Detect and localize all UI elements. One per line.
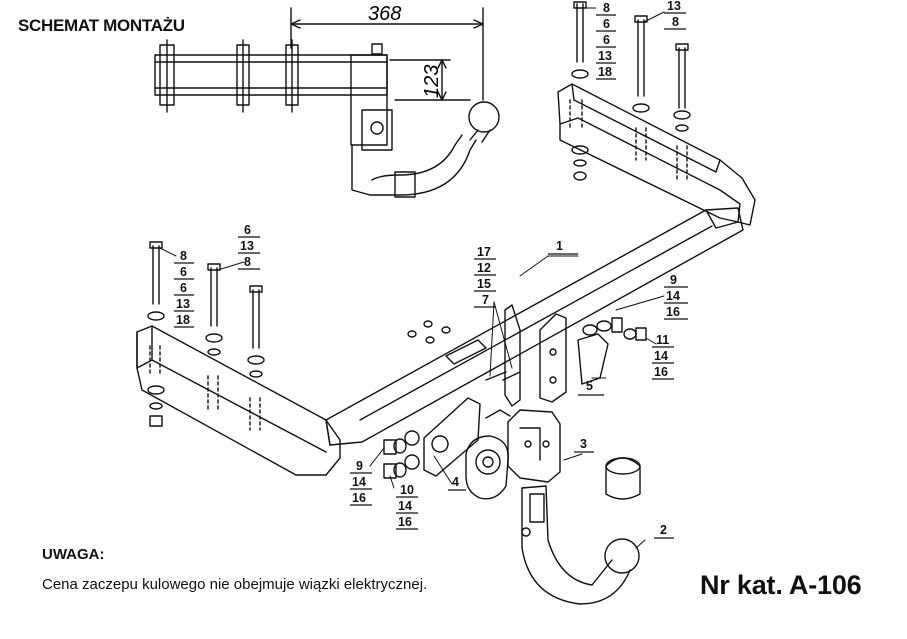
callout-num: 12 xyxy=(477,261,491,275)
callout-num: 14 xyxy=(352,475,366,489)
left-hardware xyxy=(383,430,420,479)
callout-num: 6 xyxy=(180,265,187,279)
callout-ball: 2 xyxy=(660,523,667,537)
callout-stack-mid-center: 6 13 8 xyxy=(240,223,254,269)
callout-num: 7 xyxy=(482,293,489,307)
main-bar xyxy=(325,207,744,446)
callout-num: 8 xyxy=(180,249,187,263)
callout-num: 16 xyxy=(398,515,412,529)
right-mount xyxy=(539,313,647,403)
diagram-title: SCHEMAT MONTAŻU xyxy=(18,16,185,35)
callout-num: 8 xyxy=(672,15,679,29)
callout-main-bar: 1 xyxy=(556,239,563,253)
ball-cap xyxy=(605,457,641,500)
callout-num: 6 xyxy=(603,33,610,47)
ball-neck xyxy=(521,485,640,605)
callout-num: 6 xyxy=(603,17,610,31)
callout-num: 6 xyxy=(244,223,251,237)
callout-num: 13 xyxy=(667,0,681,13)
callout-stack-left2: 10 14 16 xyxy=(398,483,414,529)
callout-socket: 4 xyxy=(452,475,459,489)
right-side-bracket xyxy=(557,83,756,226)
callout-stack-top-left: 8 6 6 13 18 xyxy=(598,1,612,79)
callouts: 8 6 6 13 18 13 8 8 6 6 13 18 6 13 8 17 1… xyxy=(176,0,681,537)
callout-num: 11 xyxy=(656,333,669,347)
callout-num: 16 xyxy=(666,305,680,319)
socket xyxy=(423,397,509,500)
callout-num: 17 xyxy=(477,245,491,259)
callout-num: 18 xyxy=(598,65,612,79)
callout-num: 14 xyxy=(654,349,668,363)
callout-stack-top-right: 13 8 xyxy=(667,0,681,29)
left-bolts xyxy=(147,241,265,427)
callout-underlines xyxy=(174,12,688,539)
callout-num: 8 xyxy=(603,1,610,15)
left-side-bracket xyxy=(136,325,341,476)
callout-num: 16 xyxy=(352,491,366,505)
side-bolt-1 xyxy=(159,39,175,113)
callout-stack-right: 9 14 16 xyxy=(666,273,680,319)
callout-num: 10 xyxy=(400,483,414,497)
callout-num: 8 xyxy=(244,255,251,269)
callout-num: 14 xyxy=(398,499,412,513)
callout-plate: 5 xyxy=(586,379,593,393)
callout-stack-right2: 11 14 16 xyxy=(654,333,669,379)
width-dimension: 368 xyxy=(368,3,401,25)
leader-lines xyxy=(159,7,665,549)
side-bolt-3 xyxy=(285,39,299,113)
callout-num: 16 xyxy=(654,365,668,379)
callout-stack-mid-left: 8 6 6 13 18 xyxy=(176,249,190,327)
callout-stack-bracket: 17 12 15 7 xyxy=(477,245,491,307)
callout-num: 13 xyxy=(240,239,254,253)
callout-num: 9 xyxy=(356,459,363,473)
callout-num: 9 xyxy=(670,273,677,287)
note-heading: UWAGA: xyxy=(42,546,105,563)
bracket-parts xyxy=(407,304,521,407)
side-bolt-2 xyxy=(236,39,250,113)
callout-ball-bracket: 3 xyxy=(580,437,587,451)
catalog-number: Nr kat. A-106 xyxy=(700,570,862,600)
callout-num: 15 xyxy=(477,277,491,291)
upper-right-bolts xyxy=(571,1,691,132)
callout-num: 13 xyxy=(176,297,190,311)
height-dimension: 123 xyxy=(421,65,443,98)
callout-num: 6 xyxy=(180,281,187,295)
callout-stack-left: 9 14 16 xyxy=(352,459,366,505)
callout-num: 14 xyxy=(666,289,680,303)
ball-bracket xyxy=(485,409,561,483)
callout-num: 18 xyxy=(176,313,190,327)
note-text: Cena zaczepu kulowego nie obejmuje wiązk… xyxy=(42,576,428,593)
callout-num: 13 xyxy=(598,49,612,63)
side-view xyxy=(154,7,500,198)
